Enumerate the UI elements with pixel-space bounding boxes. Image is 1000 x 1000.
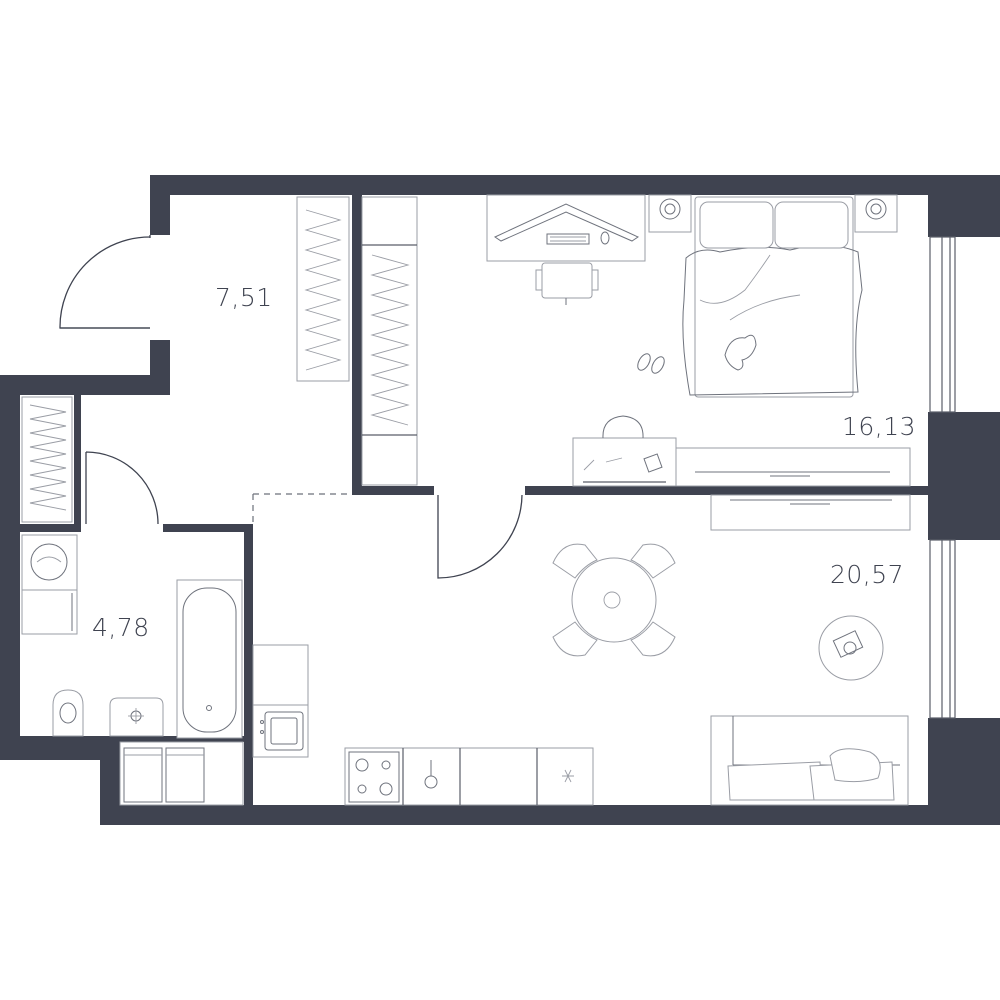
- wall-step: [0, 375, 170, 395]
- room-area-bathroom: 4,78: [92, 613, 150, 642]
- pillow-icon: [699, 201, 849, 249]
- toilet-icon: [52, 689, 84, 737]
- tv-icon: [710, 494, 911, 531]
- dining-chair-icon: [552, 543, 676, 657]
- cooktop-icon: [348, 751, 400, 803]
- door-swing-icon: [59, 235, 523, 579]
- wall-right-top: [928, 175, 1000, 237]
- wall-bath-bottom: [0, 740, 120, 760]
- nightstand-icon: [648, 194, 898, 233]
- washing-machine-icon: [21, 534, 78, 591]
- wall-bath-top-right: [163, 524, 253, 532]
- wall-bedroom-living-left: [352, 486, 434, 495]
- sink-icon: [260, 711, 304, 751]
- mouse-icon: [600, 231, 610, 245]
- wall-hall-bedroom: [352, 195, 362, 495]
- coffee-table-icon: [818, 615, 884, 681]
- wall-bath-left: [0, 375, 20, 760]
- wall-bath-inner-bottom: [20, 736, 245, 742]
- room-area-bedroom: 16,13: [842, 412, 917, 441]
- tv-icon: [675, 447, 911, 487]
- laundry-cabinet: [119, 741, 244, 806]
- wall-closet-bath: [74, 395, 81, 532]
- wall-right-mid: [928, 412, 1000, 540]
- keyboard-icon: [546, 233, 590, 245]
- wall-right-bottom: [928, 718, 1000, 825]
- faucet-icon: [424, 760, 438, 789]
- washbasin-icon: [109, 697, 164, 737]
- wardrobe-icon: [361, 196, 418, 486]
- wall-bottom: [100, 805, 930, 825]
- desk-icon: [486, 194, 646, 262]
- sofa-icon: [710, 715, 909, 806]
- room-area-hallway: 7,51: [215, 283, 273, 312]
- chair-icon: [535, 262, 599, 305]
- cat-icon: [724, 334, 757, 371]
- wardrobe-icon: [21, 396, 73, 523]
- dresser-icon: [572, 415, 677, 487]
- wall-bath-step: [100, 740, 120, 825]
- wall-bedroom-living-right: [525, 486, 928, 495]
- walls: [0, 175, 1000, 825]
- wardrobe-icon: [296, 196, 350, 382]
- wall-bath-top-left: [20, 524, 80, 532]
- dining-table-icon: [571, 557, 657, 643]
- wall-left-upper: [150, 175, 170, 235]
- bathtub-icon: [176, 579, 243, 739]
- wall-bath-right: [244, 524, 253, 824]
- shelf-icon: [21, 589, 78, 635]
- kitchen-counter: [252, 644, 594, 806]
- slippers-icon: [637, 353, 665, 374]
- window-icon: [929, 236, 956, 719]
- room-area-kitchen-living: 20,57: [830, 560, 905, 589]
- wall-top: [150, 175, 1000, 195]
